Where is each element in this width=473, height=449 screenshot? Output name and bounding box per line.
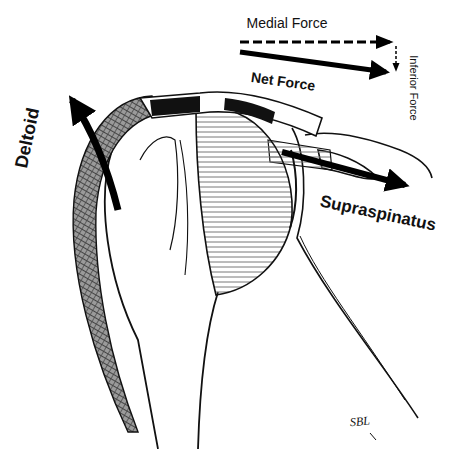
acromion [140,92,322,136]
humeral-head [196,108,292,295]
deltoid-arrow [72,100,118,210]
force-label: Net Force [250,70,316,94]
deltoid-muscle [73,96,166,432]
net-force-arrow [240,52,386,72]
deltoid-origin [224,98,275,124]
force-label: Inferior Force [408,55,420,120]
deltoid-origin [150,96,200,116]
supraspinatus-arrow [282,152,405,185]
muscle-label: Supraspinatus [318,193,437,236]
glenoid [290,150,296,228]
muscle-label: Deltoid [12,106,44,170]
medial-force-arrow [240,41,390,44]
artist-signature: SBL [349,415,370,430]
signature-mark [370,433,376,440]
force-label: Medial Force [247,16,328,31]
inferior-force-arrow [395,46,397,70]
